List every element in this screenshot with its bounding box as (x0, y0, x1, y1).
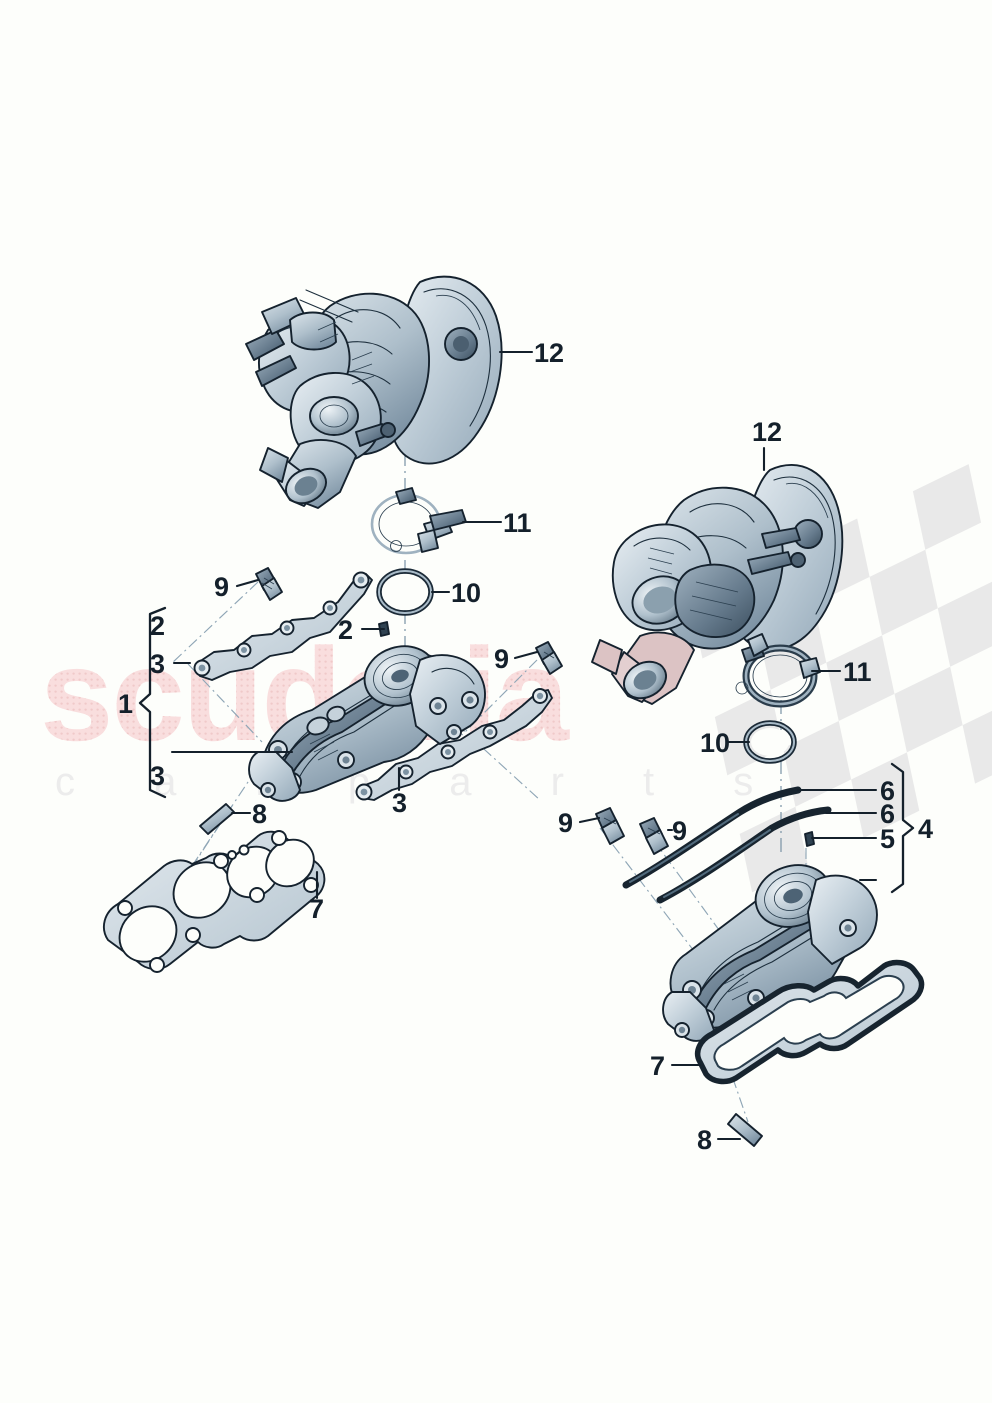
part-bolt-right-a (595, 807, 625, 845)
part-seal-ring-right (743, 720, 797, 764)
part-bolt-right-b (639, 817, 669, 855)
callout-10-right: 10 (700, 728, 730, 758)
callout-9-center: 9 (494, 644, 509, 674)
callout-10-left: 10 (451, 578, 481, 608)
part-turbocharger-left (245, 275, 503, 509)
callout-12-left: 12 (534, 338, 564, 368)
callout-3-left-b: 3 (150, 761, 165, 791)
part-manifold-gasket-left (103, 830, 326, 973)
callout-9-right-b: 9 (672, 816, 687, 846)
callout-1-left: 1 (118, 689, 133, 719)
part-v-band-clamp-left (370, 487, 467, 555)
part-dowel-pin-right (727, 1113, 763, 1147)
part-exhaust-manifold-left (248, 645, 486, 802)
part-turbocharger-right (591, 464, 844, 705)
part-heat-shield-upper (193, 571, 373, 681)
part-valve-cover-right (662, 864, 878, 1042)
part-stud-right (804, 831, 815, 847)
callout-6-lower: 6 (880, 799, 895, 829)
callout-8-right: 8 (697, 1125, 712, 1155)
callout-3-left-a: 3 (150, 649, 165, 679)
callout-11-left: 11 (503, 508, 532, 538)
part-bolt-left-upper (255, 567, 283, 601)
part-bolt-center (535, 641, 563, 675)
callout-4-right: 4 (918, 814, 933, 844)
bracket-group-4 (890, 762, 915, 894)
callout-5-right: 5 (880, 824, 895, 854)
callout-9-right-a: 9 (558, 808, 573, 838)
callout-7-right: 7 (650, 1051, 665, 1081)
callout-8-left: 8 (252, 799, 267, 829)
callout-2-center: 2 (338, 615, 353, 645)
part-valve-cover-gasket-right (694, 959, 925, 1085)
callout-11-right: 11 (843, 657, 872, 687)
callout-2-left: 2 (150, 611, 165, 641)
callout-12-right: 12 (752, 417, 782, 447)
callout-6-upper: 6 (880, 776, 895, 806)
part-seal-strips (622, 786, 832, 904)
part-v-band-clamp-right (735, 633, 821, 708)
callout-9-left: 9 (214, 572, 229, 602)
callout-7-left: 7 (309, 894, 324, 924)
part-heat-shield-lower (355, 688, 553, 801)
callout-numbers: 12 11 10 9 2 3 1 3 2 9 3 8 7 12 11 10 6 … (118, 338, 933, 1155)
bracket-group-1 (138, 606, 167, 799)
leader-lines (170, 350, 878, 1141)
callout-3-center: 3 (392, 788, 407, 818)
